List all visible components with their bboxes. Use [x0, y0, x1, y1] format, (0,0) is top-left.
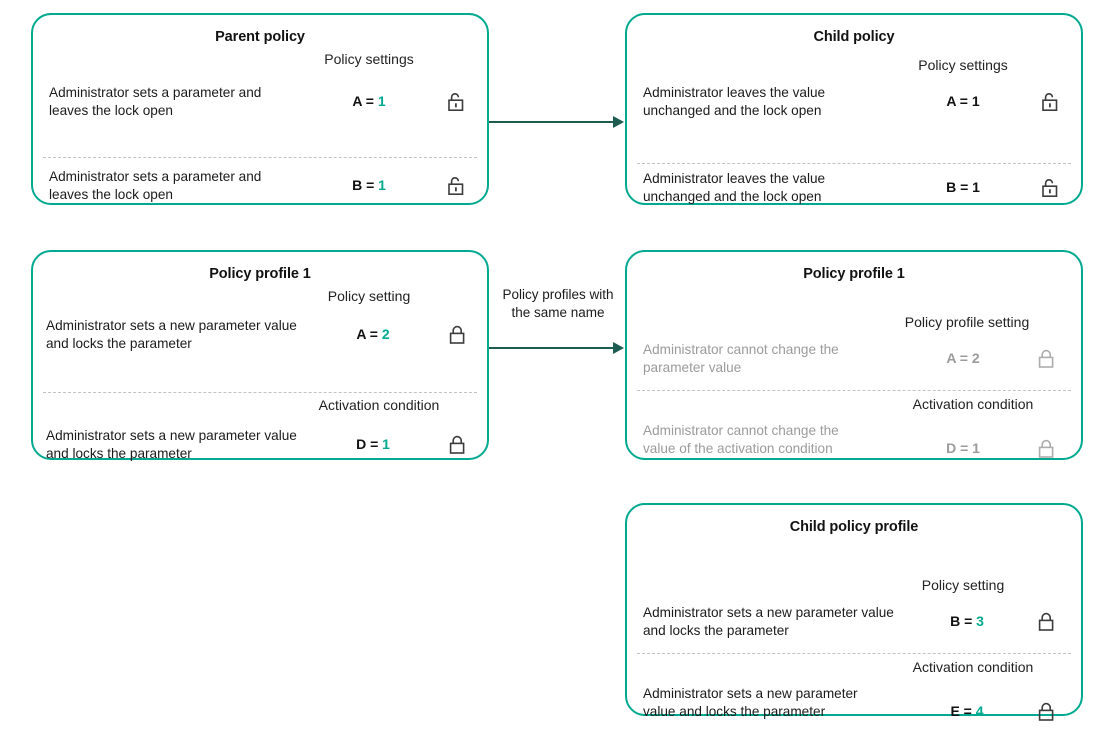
column-header-policy-settings: Policy settings — [324, 51, 414, 67]
row-param: A = 2 — [946, 350, 980, 366]
card-parent-policy: Parent policy Policy settings Administra… — [31, 13, 489, 205]
row-description: Administrator sets a new parameter value… — [46, 428, 297, 462]
lock-open-icon — [446, 175, 466, 202]
column-header-activation-condition: Activation condition — [912, 659, 1034, 675]
table-row: Administrator sets a parameter and leave… — [33, 161, 487, 215]
column-header-policy-settings: Policy settings — [918, 57, 1008, 73]
row-value: B = 3 — [917, 613, 1017, 629]
row-param: B = 1 — [946, 179, 980, 195]
card-policy-profile-1-right: Policy profile 1 Policy profile setting … — [625, 250, 1083, 460]
row-param: A = — [352, 93, 374, 109]
row-value: A = 1 — [913, 93, 1013, 109]
row-param: B = — [352, 177, 375, 193]
column-header-activation-condition: Activation condition — [912, 396, 1034, 412]
lock-open-icon — [1040, 177, 1060, 204]
row-description: Administrator cannot change the value of… — [643, 423, 839, 457]
row-divider — [43, 157, 477, 158]
card-title-policy-profile-1-right: Policy profile 1 — [803, 266, 905, 282]
row-number: 1 — [378, 177, 386, 193]
row-divider — [637, 390, 1071, 391]
table-row: Administrator sets a new parameter value… — [627, 681, 1081, 747]
lock-closed-icon — [448, 324, 468, 351]
row-value: D = 1 — [913, 440, 1013, 456]
lock-open-icon — [1040, 91, 1060, 118]
row-divider — [637, 653, 1071, 654]
card-title-policy-profile-1-left: Policy profile 1 — [209, 266, 311, 282]
column-header-activation-condition: Activation condition — [318, 397, 440, 413]
arrow-head-icon — [613, 342, 624, 354]
table-row: Administrator sets a new parameter value… — [627, 601, 1081, 655]
row-description: Administrator sets a parameter and leave… — [49, 85, 262, 119]
column-header-policy-setting: Policy setting — [327, 288, 411, 304]
arrow-label-policy-profiles-same-name: Policy profiles with the same name — [502, 287, 614, 320]
table-row: Administrator cannot change the paramete… — [627, 338, 1081, 392]
lock-closed-icon — [448, 434, 468, 461]
lock-closed-icon — [1037, 348, 1057, 375]
row-param: A = — [356, 326, 378, 342]
table-row: Administrator sets a parameter and leave… — [33, 77, 487, 131]
table-row: Administrator leaves the value unchanged… — [627, 81, 1081, 135]
card-policy-profile-1-left: Policy profile 1 Policy setting Administ… — [31, 250, 489, 461]
card-child-policy-profile: Child policy profile Policy setting Admi… — [625, 503, 1083, 721]
row-divider — [637, 163, 1071, 164]
row-number: 3 — [976, 613, 984, 629]
row-param: D = 1 — [946, 440, 980, 456]
lock-open-icon — [446, 91, 466, 118]
arrow-parent-to-child — [489, 121, 615, 123]
table-row: Administrator sets a new parameter value… — [33, 422, 487, 476]
row-value: A = 2 — [323, 326, 423, 342]
row-param: E = — [950, 703, 972, 719]
card-title-parent-policy: Parent policy — [215, 29, 305, 45]
arrow-head-icon — [613, 116, 624, 128]
lock-closed-icon — [1037, 701, 1057, 728]
row-description: Administrator sets a new parameter value… — [643, 686, 858, 720]
row-description: Administrator sets a parameter and leave… — [49, 169, 262, 203]
card-child-policy: Child policy Policy settings Administrat… — [625, 13, 1083, 205]
row-value: D = 1 — [323, 436, 423, 452]
row-description: Administrator cannot change the paramete… — [643, 342, 839, 376]
row-number: 1 — [382, 436, 390, 452]
row-value: A = 2 — [913, 350, 1013, 366]
row-number: 4 — [975, 703, 984, 719]
row-description: Administrator leaves the value unchanged… — [643, 85, 826, 119]
card-title-child-policy: Child policy — [813, 29, 895, 45]
row-number: 2 — [381, 326, 390, 342]
row-value: B = 1 — [913, 179, 1013, 195]
row-value: E = 4 — [917, 703, 1017, 719]
row-value: B = 1 — [319, 177, 419, 193]
row-divider — [43, 392, 477, 393]
lock-closed-icon — [1037, 611, 1057, 638]
column-header-policy-profile-setting: Policy profile setting — [904, 314, 1030, 330]
row-param: D = — [356, 436, 379, 452]
row-description: Administrator leaves the value unchanged… — [643, 171, 826, 205]
row-description: Administrator sets a new parameter value… — [643, 605, 894, 639]
table-row: Administrator leaves the value unchanged… — [627, 167, 1081, 221]
lock-closed-icon — [1037, 438, 1057, 465]
arrow-profile-to-profile — [489, 347, 615, 349]
row-param: B = — [950, 613, 973, 629]
table-row: Administrator cannot change the value of… — [627, 418, 1081, 484]
column-header-policy-setting: Policy setting — [921, 577, 1005, 593]
row-number: 1 — [377, 93, 386, 109]
table-row: Administrator sets a new parameter value… — [33, 312, 487, 366]
row-description: Administrator sets a new parameter value… — [46, 318, 297, 352]
card-title-child-policy-profile: Child policy profile — [789, 519, 919, 535]
row-value: A = 1 — [319, 93, 419, 109]
row-param: A = 1 — [946, 93, 980, 109]
